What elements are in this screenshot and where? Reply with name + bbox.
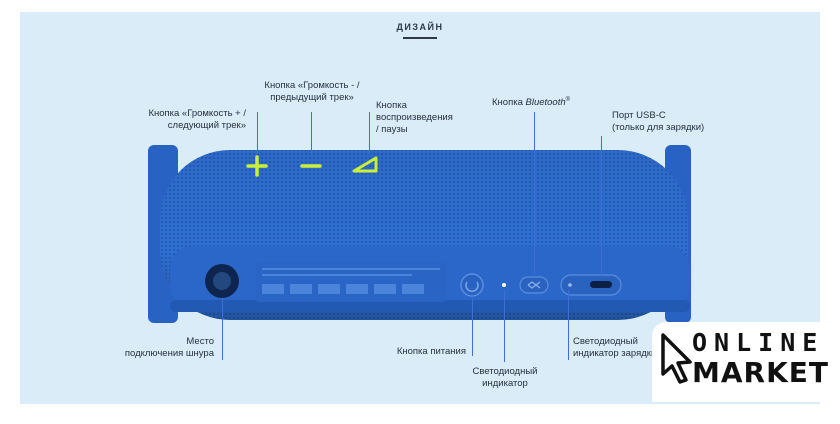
label-usb: Порт USB-C(только для зарядки) bbox=[612, 110, 705, 133]
leader-play bbox=[369, 112, 370, 154]
play-pause-button bbox=[352, 156, 378, 173]
status-led bbox=[502, 283, 506, 287]
leader-bluetooth bbox=[534, 112, 535, 274]
leader-volume-down bbox=[311, 112, 312, 154]
power-button bbox=[460, 273, 484, 297]
leader-power bbox=[472, 298, 473, 356]
leader-charge-led bbox=[568, 290, 569, 360]
label-volume-down: Кнопка «Громкость - /предыдущий трек» bbox=[264, 80, 360, 103]
section-heading: ДИЗАЙН bbox=[396, 22, 444, 32]
leader-led bbox=[504, 290, 505, 362]
leader-usb bbox=[601, 136, 602, 277]
online-market-logo: ONLINE MARKET bbox=[652, 322, 832, 402]
usb-c-port bbox=[590, 281, 612, 288]
cursor-icon bbox=[661, 333, 692, 384]
heading-underline bbox=[403, 37, 437, 39]
label-bluetooth: Кнопка Bluetooth® bbox=[492, 97, 571, 109]
logo-line2: MARKET bbox=[692, 356, 830, 389]
bluetooth-button bbox=[519, 276, 549, 294]
logo-line1: ONLINE bbox=[692, 328, 825, 357]
leader-strap bbox=[222, 298, 223, 360]
charge-led bbox=[568, 283, 572, 287]
volume-up-button bbox=[246, 155, 268, 177]
label-power: Кнопка питания bbox=[396, 346, 466, 357]
leader-volume-up bbox=[257, 112, 258, 154]
label-volume-up: Кнопка «Громкость + /следующий трек» bbox=[148, 108, 246, 131]
